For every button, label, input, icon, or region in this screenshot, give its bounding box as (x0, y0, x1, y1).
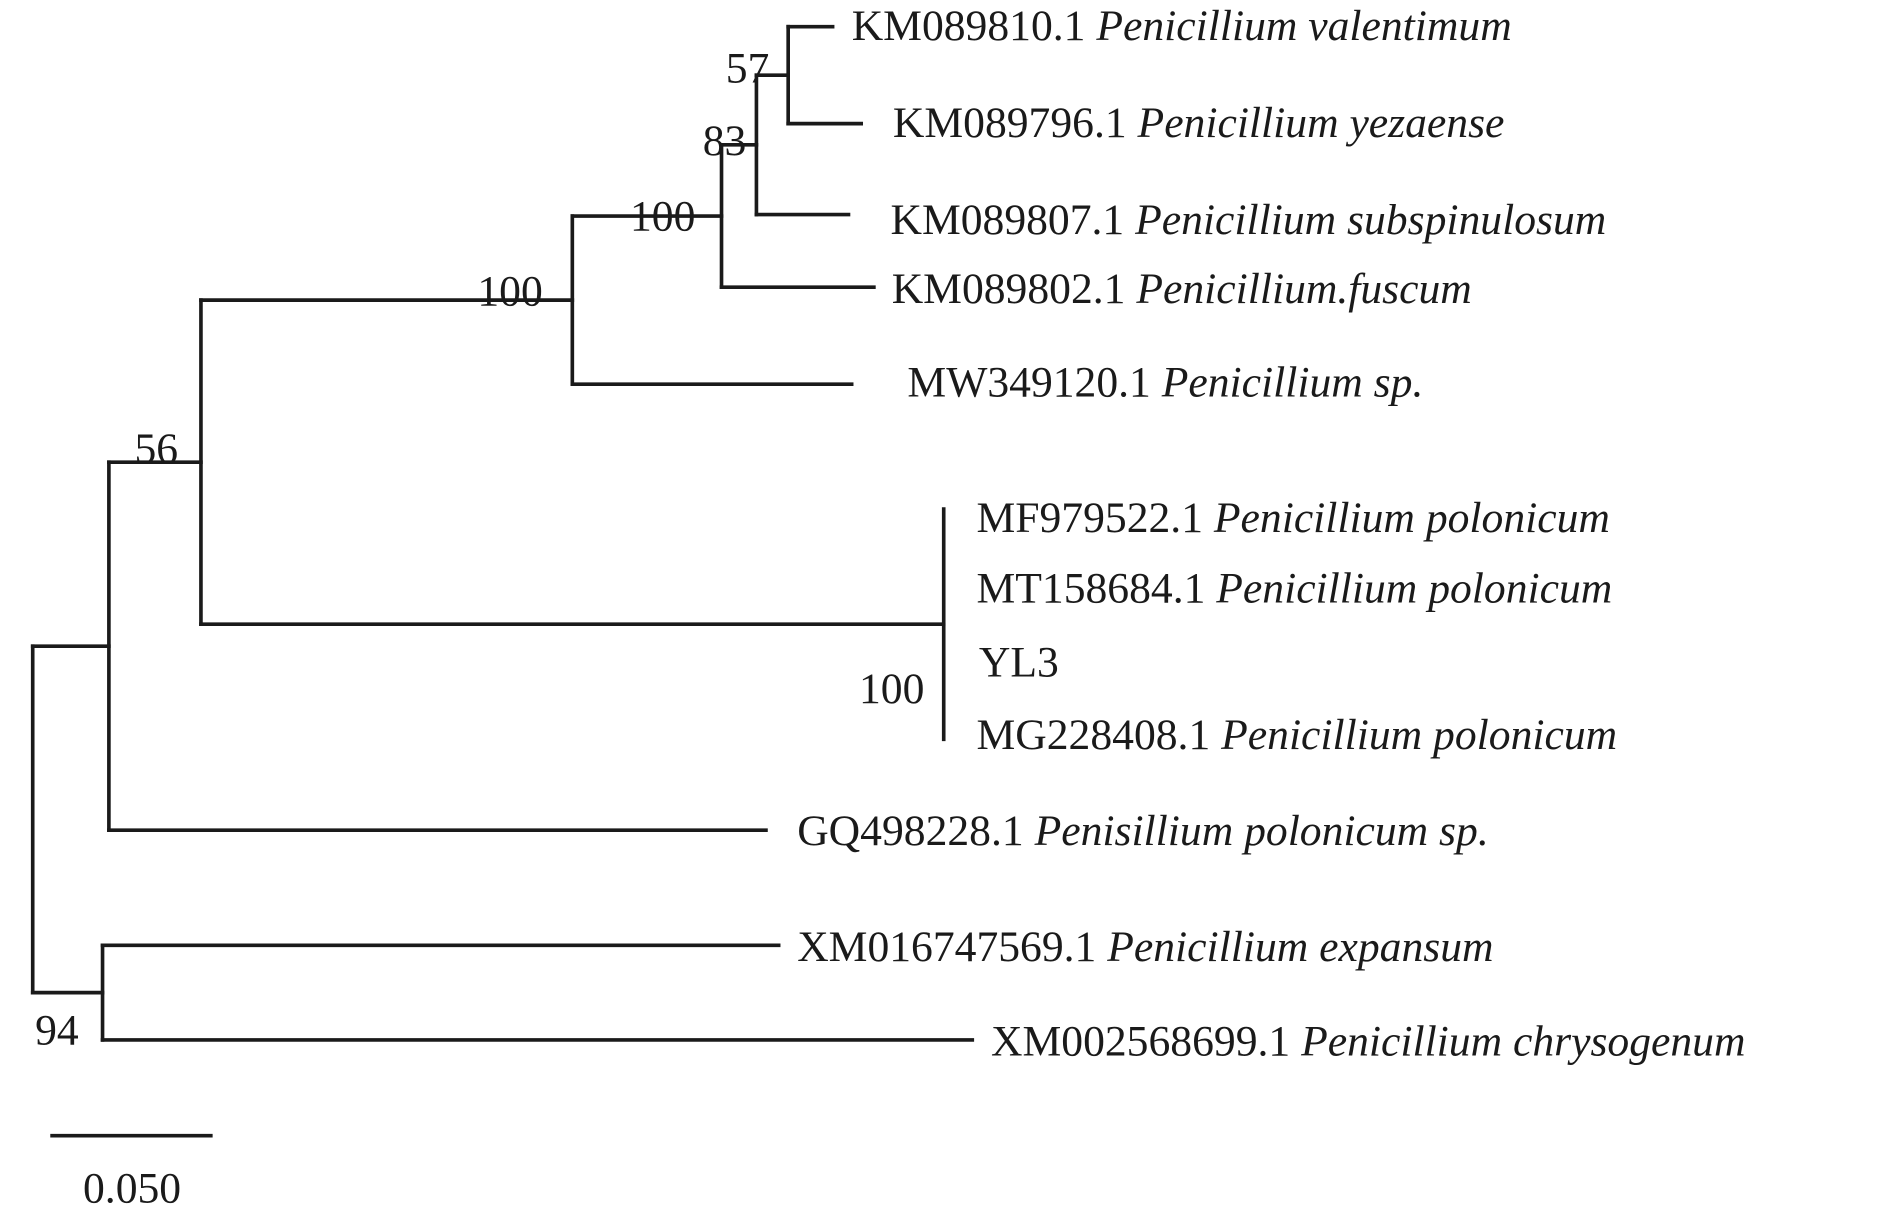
bootstrap-value: 57 (726, 44, 770, 92)
leaf-label-L8: YL3 (979, 638, 1059, 686)
leaf-label-L5: MW349120.1 Penicillium sp. (907, 358, 1423, 406)
accession: MT158684.1 (977, 564, 1206, 612)
leaf-label-L2: KM089796.1 Penicillium yezaense (893, 99, 1505, 147)
species: Penicillium subspinulosum (1124, 196, 1606, 244)
bootstrap-value: 100 (630, 192, 695, 240)
leaf-label-L7: MT158684.1 Penicillium polonicum (977, 564, 1613, 612)
species: Penicillium.fuscum (1125, 265, 1471, 313)
species: Penicillium yezaense (1127, 99, 1505, 147)
scale-bar: 0.050 (50, 1133, 213, 1212)
leaf-label-L1: KM089810.1 Penicillium valentimum (852, 2, 1512, 50)
leaf-label-L6: MF979522.1 Penicillium polonicum (977, 494, 1610, 542)
bootstrap-value: 94 (35, 1007, 79, 1055)
accession: MW349120.1 (907, 358, 1150, 406)
accession: KM089807.1 (890, 196, 1124, 244)
scale-bar-label: 0.050 (83, 1164, 181, 1212)
accession: XM002568699.1 (991, 1018, 1290, 1066)
leaf-label-L10: GQ498228.1 Penisillium polonicum sp. (797, 807, 1489, 855)
species: Penicillium expansum (1096, 923, 1493, 971)
species: Penicillium valentimum (1085, 2, 1511, 50)
bootstrap-value: 56 (134, 425, 178, 473)
bootstrap-value: 83 (703, 117, 747, 165)
bootstrap-value: 100 (477, 267, 542, 315)
leaf-label-L3: KM089807.1 Penicillium subspinulosum (890, 196, 1606, 244)
species: Penicillium polonicum (1203, 494, 1610, 542)
species: Penicillium polonicum (1210, 711, 1617, 759)
species: Penisillium polonicum sp. (1024, 807, 1489, 855)
accession: GQ498228.1 (797, 807, 1023, 855)
accession: MG228408.1 (977, 711, 1211, 759)
accession: YL3 (979, 638, 1059, 686)
accession: KM089802.1 (892, 265, 1126, 313)
leaf-label-L11: XM016747569.1 Penicillium expansum (797, 923, 1493, 971)
species: Penicillium polonicum (1205, 564, 1612, 612)
accession: KM089810.1 (852, 2, 1086, 50)
leaf-label-L4: KM089802.1 Penicillium.fuscum (892, 265, 1472, 313)
leaf-label-L12: XM002568699.1 Penicillium chrysogenum (991, 1018, 1745, 1066)
bootstrap-value: 100 (859, 665, 924, 713)
species: Penicillium chrysogenum (1290, 1018, 1745, 1066)
accession: MF979522.1 (977, 494, 1204, 542)
leaf-label-L9: MG228408.1 Penicillium polonicum (977, 711, 1618, 759)
accession: KM089796.1 (893, 99, 1127, 147)
species: Penicillium sp. (1151, 358, 1423, 406)
leaf-labels: KM089810.1 Penicillium valentimumKM08979… (797, 2, 1745, 1066)
accession: XM016747569.1 (797, 923, 1096, 971)
branches (30, 24, 975, 1042)
